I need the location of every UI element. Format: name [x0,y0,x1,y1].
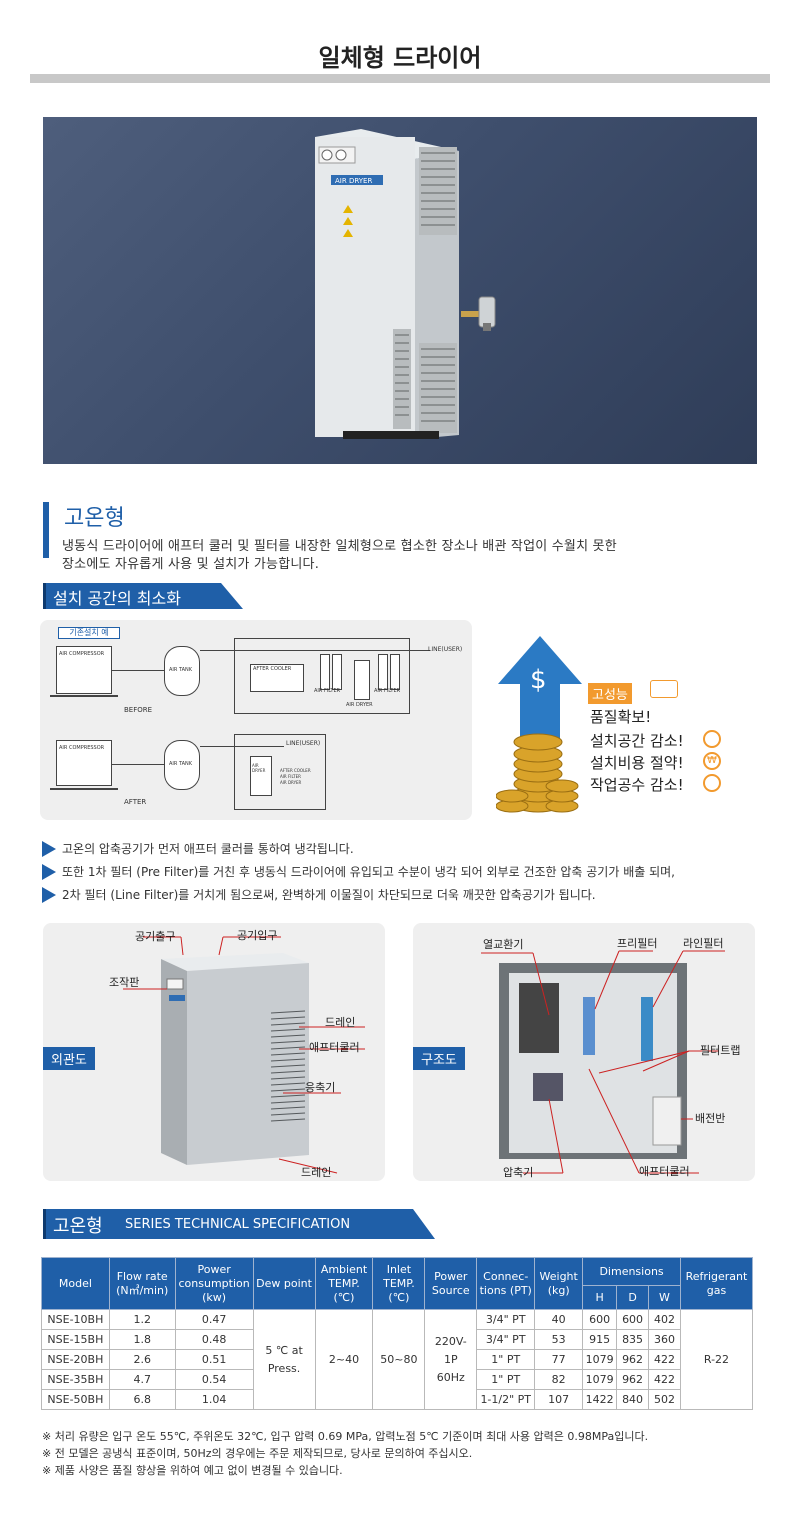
col-dim-w: W [648,1285,681,1310]
before-compressor: AIR COMPRESSOR [56,646,112,694]
col-dim-h: H [582,1285,618,1310]
logo-text: AIR DRYER [335,177,372,185]
intro-heading: 고온형 [64,506,125,531]
bullet-text: 고온의 압축공기가 먼저 애프터 쿨러를 통하여 냉각됩니다. [62,842,354,856]
col-refrigerant: Refrigerant gas [679,1257,754,1310]
callout-compressor: 압축기 [503,1166,534,1179]
callout-line-filter: 라인필터 [683,937,724,950]
merged-refrigerant: R-22 [679,1309,754,1410]
callout-air-in: 공기입구 [237,929,278,942]
triangle-bullet-icon [42,886,56,903]
triangle-bullet-icon [42,840,56,857]
exterior-view: 공기출구 공기입구 조작판 드레인 애프터쿨러 응축기 드레인 [43,923,385,1181]
callout-condenser: 응축기 [305,1081,336,1094]
bullet-item: 또한 1차 필터 (Pre Filter)를 거친 후 냉동식 드라이어에 유입… [42,863,675,880]
after-tank: AIR TANK [164,740,200,790]
note-line: ※ 전 모델은 공냉식 표준이며, 50Hz의 경우에는 주문 제작되므로, 당… [42,1447,473,1460]
exterior-label: 외관도 [43,1047,95,1070]
hero-product-image: AIR DRYER [43,117,757,464]
before-air-filter-2: AIR FILTER [374,688,401,694]
benefit-item: 품질확보! [590,708,652,726]
after-mini-after-cooler: AFTER COOLER [280,768,311,773]
air-dryer-illustration: AIR DRYER [315,129,496,439]
col-ambient: Ambient TEMP. (℃) [314,1257,374,1310]
bullet-item: 2차 필터 (Line Filter)를 거치게 됨으로써, 완벽하게 이물질이… [42,886,596,903]
install-banner-label: 설치 공간의 최소화 [53,589,181,608]
callout-drain-bottom: 드레인 [301,1166,332,1179]
spec-table: Model Flow rate (N㎥/min) Power consumpti… [41,1257,754,1410]
intro-desc-line1: 냉동식 드라이어에 애프터 쿨러 및 필터를 내장한 일체형으로 협소한 장소나… [62,539,617,554]
spec-heading: 고온형 [53,1216,103,1237]
won-icon: ₩ [703,752,721,770]
col-weight: Weight (kg) [534,1257,584,1310]
before-air-dryer: AIR DRYER [346,702,373,708]
callout-panel: 배전반 [695,1112,726,1125]
col-flow: Flow rate (N㎥/min) [108,1257,176,1310]
merged-dew-point: 5 ℃ at Press. [252,1309,316,1410]
fan-icon [703,730,721,748]
col-dew-point: Dew point [252,1257,316,1310]
before-air-filter-1: AIR FILTER [314,688,341,694]
after-mini-air-dryer: AIR DRYER [280,780,302,785]
benefit-tag: 고성능 [588,683,632,704]
intro-desc-line2: 장소에도 자유롭게 사용 및 설치가 가능합니다. [62,557,320,572]
existing-tag: 기존설치 예 [58,627,120,639]
callout-drain-top: 드레인 [325,1016,356,1029]
callout-pre-filter: 프리필터 [617,937,658,950]
structure-view: 열교환기 프리필터 라인필터 필터트랩 배전반 압축기 애프터쿨러 [413,923,755,1181]
after-equipment-box [234,734,326,810]
merged-inlet: 50~80 [372,1309,426,1410]
title-divider [30,74,770,83]
spec-banner: 고온형 SERIES TECHNICAL SPECIFICATION [43,1209,435,1239]
callout-control-panel: 조작판 [109,976,140,989]
before-label: BEFORE [124,706,153,714]
before-after-cooler: AFTER COOLER [250,664,304,692]
after-label: AFTER [124,798,147,806]
col-power: Power consumption (kw) [174,1257,254,1310]
col-model: Model [41,1257,110,1310]
after-line-user: LINE(USER) [286,740,321,747]
triangle-bullet-icon [42,863,56,880]
spec-heading-en: SERIES TECHNICAL SPECIFICATION [125,1217,351,1232]
install-banner: 설치 공간의 최소화 [43,583,243,609]
benefit-item: 설치공간 감소! [590,732,684,750]
after-integrated-dryer: AIR DRYER [250,756,272,796]
install-diagram: 기존설치 예 AIR COMPRESSOR AIR TANK LINE(USER… [40,620,472,820]
before-equipment-box [234,638,410,714]
benefit-item: 작업공수 감소! [590,776,684,794]
before-tank: AIR TANK [164,646,200,696]
col-connections: Connec- tions (PT) [476,1257,536,1310]
callout-after-cooler: 애프터쿨러 [309,1041,360,1054]
before-line-user: LINE(USER) [428,646,463,653]
benefit-item: 설치비용 절약! [590,754,684,772]
merged-ambient: 2~40 [314,1309,374,1410]
note-line: ※ 처리 유량은 입구 온도 55℃, 주위온도 32℃, 입구 압력 0.69… [42,1430,649,1443]
bullet-item: 고온의 압축공기가 먼저 애프터 쿨러를 통하여 냉각됩니다. [42,840,354,857]
dollar-icon: $ [530,665,547,695]
after-mini-air-filter: AIR FILTER [280,774,301,779]
callout-filter-trap: 필터트랩 [700,1044,741,1057]
benefit-graphic: $ [495,634,596,824]
callout-after-cooler: 애프터쿨러 [639,1165,690,1178]
col-dim-d: D [616,1285,650,1310]
merged-power-source: 220V-1P 60Hz [424,1309,478,1410]
callout-air-out: 공기출구 [135,930,176,943]
after-compressor: AIR COMPRESSOR [56,740,112,786]
col-dimensions: Dimensions [582,1257,681,1286]
note-line: ※ 제품 사양은 품질 향상을 위하여 예고 없이 변경될 수 있습니다. [42,1464,343,1477]
intro-accent-bar [43,502,49,558]
callout-heat-exchanger: 열교환기 [483,938,524,951]
bullet-text: 2차 필터 (Line Filter)를 거치게 됨으로써, 완벽하게 이물질이… [62,888,596,902]
bullet-text: 또한 1차 필터 (Pre Filter)를 거친 후 냉동식 드라이어에 유입… [62,865,675,879]
col-inlet: Inlet TEMP. (℃) [372,1257,426,1310]
structure-label: 구조도 [413,1047,465,1070]
chat-icon [650,680,678,698]
col-power-source: Power Source [424,1257,478,1310]
clock-icon [703,774,721,792]
page-title: 일체형 드라이어 [318,44,482,72]
